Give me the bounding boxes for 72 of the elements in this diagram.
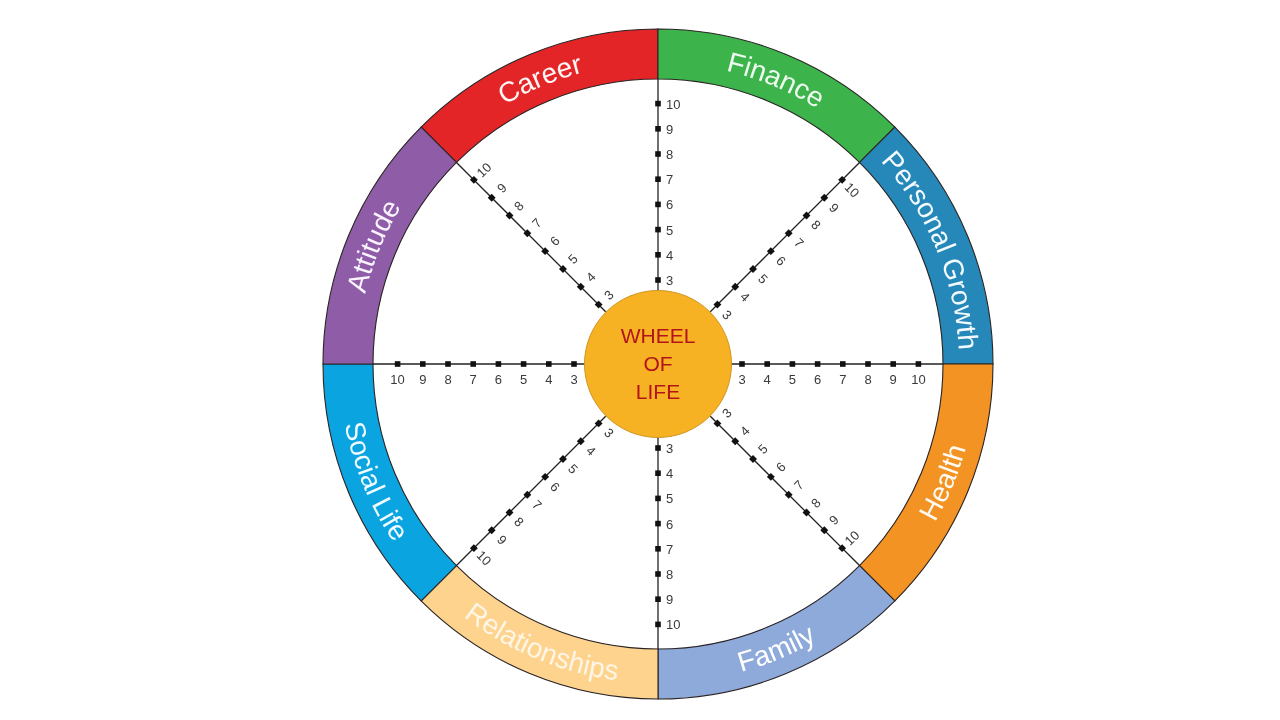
scale-number: 10 <box>842 180 862 200</box>
scale-number: 7 <box>530 497 545 512</box>
scale-number: 8 <box>512 515 527 530</box>
scale-number: 9 <box>494 533 509 548</box>
scale-number: 9 <box>666 122 674 136</box>
scale-number: 8 <box>809 218 824 233</box>
scale-number: 7 <box>530 216 545 231</box>
scale-number: 4 <box>737 289 753 304</box>
scale-number: 6 <box>547 479 563 494</box>
scale-number: 10 <box>474 548 494 568</box>
scale-number: 9 <box>827 513 842 528</box>
scale-number: 7 <box>791 477 806 492</box>
scale-number: 3 <box>666 273 674 287</box>
hub-label: WHEEL OF LIFE <box>619 323 697 405</box>
scale-number: 6 <box>666 517 674 531</box>
scale-number: 8 <box>864 372 872 386</box>
scale-number: 6 <box>814 372 822 386</box>
scale-number: 10 <box>842 528 862 548</box>
scale-number: 8 <box>512 198 527 213</box>
scale-number: 9 <box>827 200 842 215</box>
scale-number: 3 <box>666 441 674 455</box>
segment-label: Family <box>733 618 820 678</box>
scale-number: 3 <box>601 426 616 441</box>
scale-number: 10 <box>390 372 405 386</box>
scale-number: 6 <box>494 372 502 386</box>
ring-segment <box>322 363 458 602</box>
scale-number: 4 <box>763 372 771 386</box>
scale-number: 4 <box>583 443 598 459</box>
segment-label: Career <box>492 48 585 111</box>
ring-segment <box>859 363 994 602</box>
scale-number: 10 <box>474 160 494 180</box>
scale-number: 3 <box>720 307 735 322</box>
scale-number: 7 <box>791 236 806 251</box>
scale-number: 4 <box>666 466 674 480</box>
scale-number: 8 <box>666 147 674 161</box>
scale-number: 8 <box>666 567 674 581</box>
scale-number: 5 <box>565 251 580 267</box>
scale-number: 6 <box>773 459 788 475</box>
scale-number: 9 <box>494 180 509 195</box>
scale-number: 4 <box>737 424 753 439</box>
scale-number: 4 <box>583 269 598 285</box>
scale-number: 10 <box>911 372 926 386</box>
scale-number: 9 <box>889 372 897 386</box>
scale-number: 8 <box>444 372 452 386</box>
scale-number: 4 <box>666 248 674 262</box>
scale-number: 3 <box>738 372 746 386</box>
scale-number: 5 <box>565 461 580 477</box>
scale-number: 9 <box>666 592 674 606</box>
scale-number: 5 <box>755 441 771 457</box>
scale-number: 5 <box>520 372 528 386</box>
scale-number: 4 <box>545 372 553 386</box>
ring-segment <box>420 28 659 163</box>
scale-number: 5 <box>788 372 796 386</box>
scale-number: 7 <box>666 172 674 186</box>
scale-number: 5 <box>666 223 674 237</box>
scale-number: 3 <box>601 287 616 302</box>
ring-segment <box>322 126 458 365</box>
scale-number: 7 <box>666 542 674 556</box>
scale-number: 7 <box>469 372 477 386</box>
scale-number: 10 <box>666 617 681 631</box>
scale-number: 3 <box>720 406 735 421</box>
scale-number: 9 <box>419 372 427 386</box>
scale-number: 3 <box>570 372 578 386</box>
ring-segment <box>657 565 896 700</box>
scale-number: 8 <box>809 495 824 510</box>
scale-number: 6 <box>547 234 563 249</box>
scale-number: 6 <box>773 253 788 269</box>
scale-number: 6 <box>666 197 674 211</box>
scale-number: 10 <box>666 97 681 111</box>
scale-number: 5 <box>755 271 771 286</box>
scale-number: 5 <box>666 491 674 505</box>
scale-number: 7 <box>839 372 847 386</box>
